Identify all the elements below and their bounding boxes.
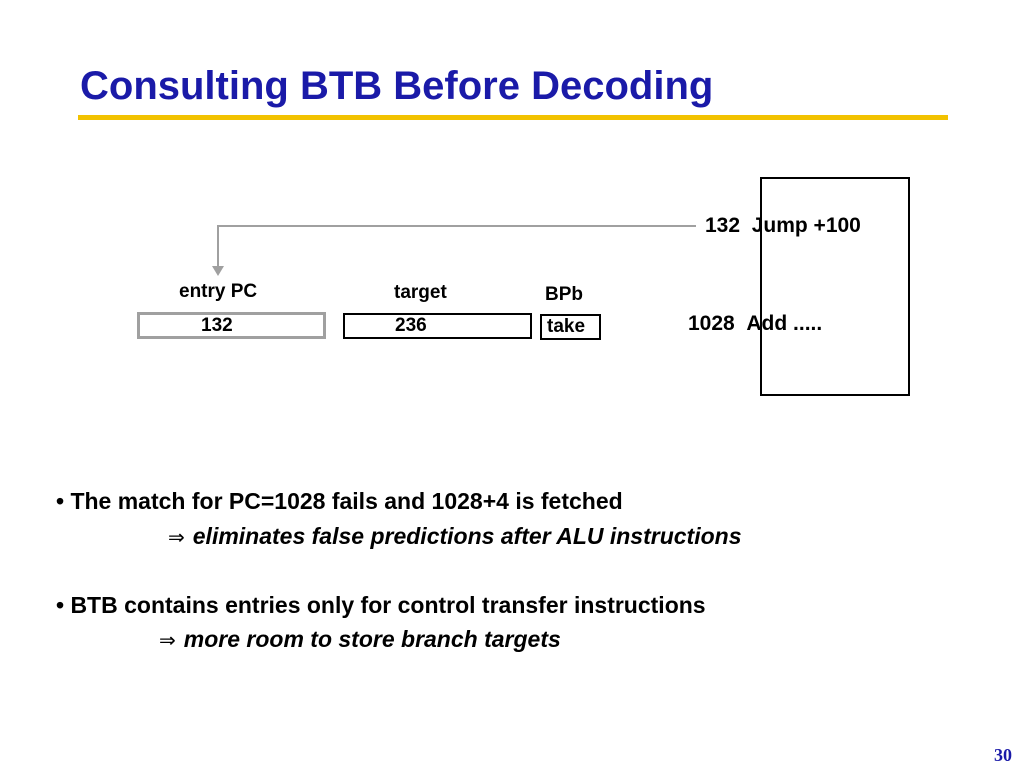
bullet-consequence: ⇒ eliminates false predictions after ALU … (168, 525, 742, 548)
bullet-item: • BTB contains entries only for control … (56, 592, 706, 618)
bullet-consequence: ⇒ more room to store branch targets (159, 628, 561, 651)
bpb-field: take (540, 314, 601, 340)
instruction-memory (760, 177, 910, 396)
memory-instruction: Add ..... (746, 312, 823, 335)
memory-line: 1028 Add ..... (688, 313, 822, 334)
consequence-text: more room to store branch targets (183, 626, 561, 652)
connector-arrowhead (212, 266, 224, 276)
bullet-item: • The match for PC=1028 fails and 1028+4… (56, 488, 623, 514)
title-underline (78, 115, 948, 120)
slide-title: Consulting BTB Before Decoding (80, 64, 714, 108)
implies-arrow-icon: ⇒ (168, 525, 185, 549)
memory-instruction: Jump +100 (751, 214, 861, 237)
memory-address: 132 (705, 214, 741, 237)
page-number: 30 (994, 745, 1012, 765)
memory-address: 1028 (688, 312, 735, 335)
bpb-header: BPb (545, 284, 583, 305)
entry-pc-field: 132 (137, 312, 326, 339)
memory-line: 132 Jump +100 (705, 215, 861, 236)
bpb-value: take (547, 316, 586, 337)
target-header: target (394, 282, 447, 303)
target-value: 236 (395, 315, 427, 336)
connector-line (217, 225, 696, 268)
entry-pc-value: 132 (201, 315, 233, 336)
entry-pc-header: entry PC (179, 281, 258, 302)
consequence-text: eliminates false predictions after ALU i… (192, 523, 742, 549)
implies-arrow-icon: ⇒ (159, 628, 176, 652)
target-field: 236 (343, 313, 532, 339)
